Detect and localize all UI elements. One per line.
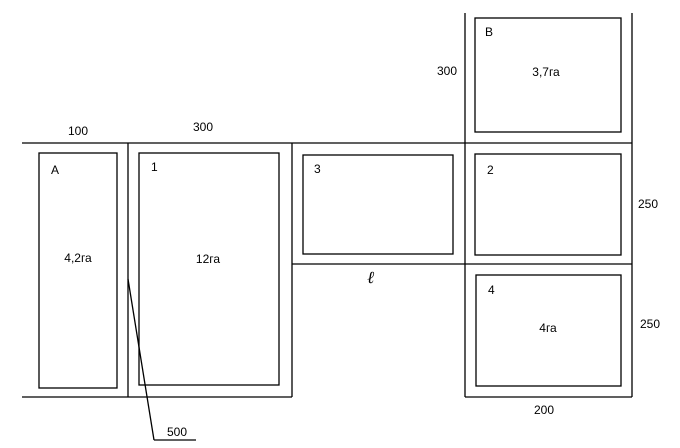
plot-a-label: A xyxy=(51,163,59,177)
plot-1-rect xyxy=(138,152,280,386)
dimension-height-2: 250 xyxy=(638,197,658,211)
road-label: ℓ xyxy=(367,268,374,287)
leader-diagonal xyxy=(127,278,155,441)
dimension-height-b: 300 xyxy=(437,64,457,78)
dimension-height-4: 250 xyxy=(640,317,660,331)
plot-b-area: 3,7га xyxy=(532,65,560,79)
dimension-width-bottom: 200 xyxy=(534,403,554,417)
plot-2-label: 2 xyxy=(487,163,494,177)
plot-3-label: 3 xyxy=(314,162,321,176)
plot-b-rect xyxy=(474,17,622,133)
plot-rectangles xyxy=(38,17,622,389)
plot-4-label: 4 xyxy=(488,283,495,297)
plot-1-label: 1 xyxy=(151,160,158,174)
plot-4-area: 4га xyxy=(539,321,557,335)
dimension-width-a: 100 xyxy=(68,124,88,138)
plot-4-rect xyxy=(475,274,622,387)
plot-1-area: 12га xyxy=(196,252,220,266)
plot-2-rect xyxy=(474,153,622,256)
leader-label-500: 500 xyxy=(167,425,187,439)
plot-3-rect xyxy=(302,154,454,255)
plot-a-area: 4,2га xyxy=(64,251,92,265)
boundary-lines xyxy=(22,13,633,398)
leader-line xyxy=(127,278,196,441)
plot-b-label: B xyxy=(485,25,493,39)
dimension-width-1: 300 xyxy=(193,120,213,134)
plot-a-rect xyxy=(38,152,118,389)
